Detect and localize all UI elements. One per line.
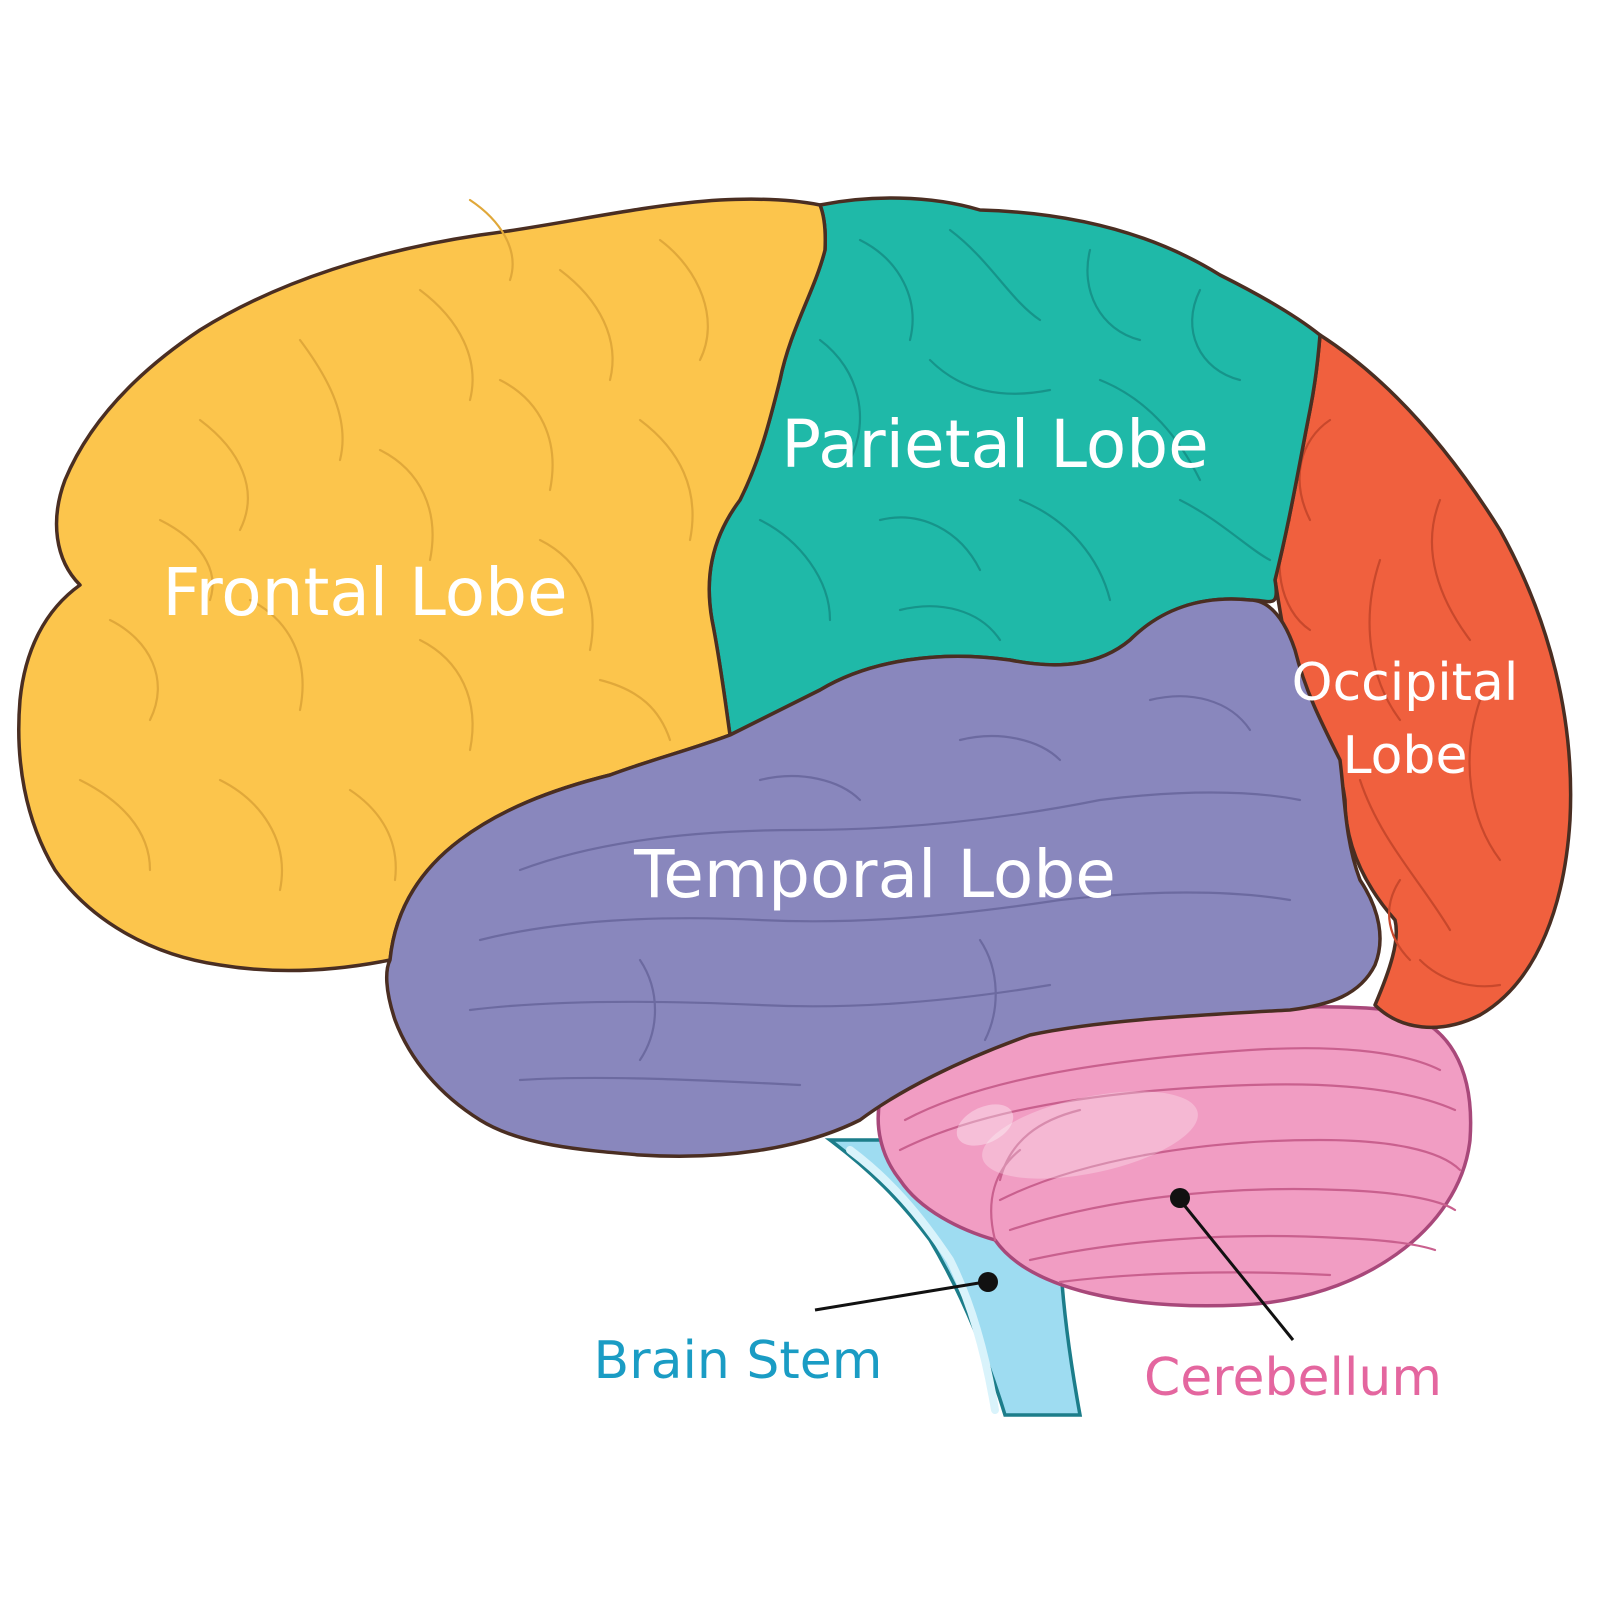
temporal-lobe-shape [384, 597, 1382, 1158]
occipital-lobe-label-line2: Lobe [1343, 726, 1468, 786]
brain-stem-callout: Brain Stem [594, 1272, 998, 1391]
cerebellum-highlight [982, 1091, 1198, 1179]
cerebellum-pointer-dot [1170, 1188, 1190, 1208]
frontal-lobe-shape [17, 197, 827, 973]
frontal-lobe-label: Frontal Lobe [162, 554, 567, 631]
parietal-gyri [758, 228, 1272, 642]
cerebellum-folia [898, 1047, 1462, 1284]
brain-stem-leader-line [814, 1280, 986, 1312]
cerebellum-label: Cerebellum [1144, 1348, 1442, 1408]
cerebellum-callout: Cerebellum [1144, 1188, 1442, 1408]
temporal-lobe-label: Temporal Lobe [633, 836, 1116, 913]
temporal-lobe [384, 597, 1382, 1158]
cerebellum [876, 1004, 1473, 1308]
occipital-lobe-label-line1: Occipital [1292, 653, 1519, 713]
parietal-lobe-label: Parietal Lobe [781, 406, 1209, 483]
brain-stem-label: Brain Stem [594, 1331, 883, 1391]
frontal-gyri [78, 198, 709, 892]
temporal-gyri [468, 695, 1302, 1087]
brain-stem-pointer-dot [978, 1272, 998, 1292]
cerebellum-leader-line [1178, 1199, 1295, 1341]
cerebellum-highlight-small [956, 1104, 1014, 1146]
frontal-lobe [17, 197, 827, 973]
brain-stem-highlight [846, 1146, 999, 1414]
